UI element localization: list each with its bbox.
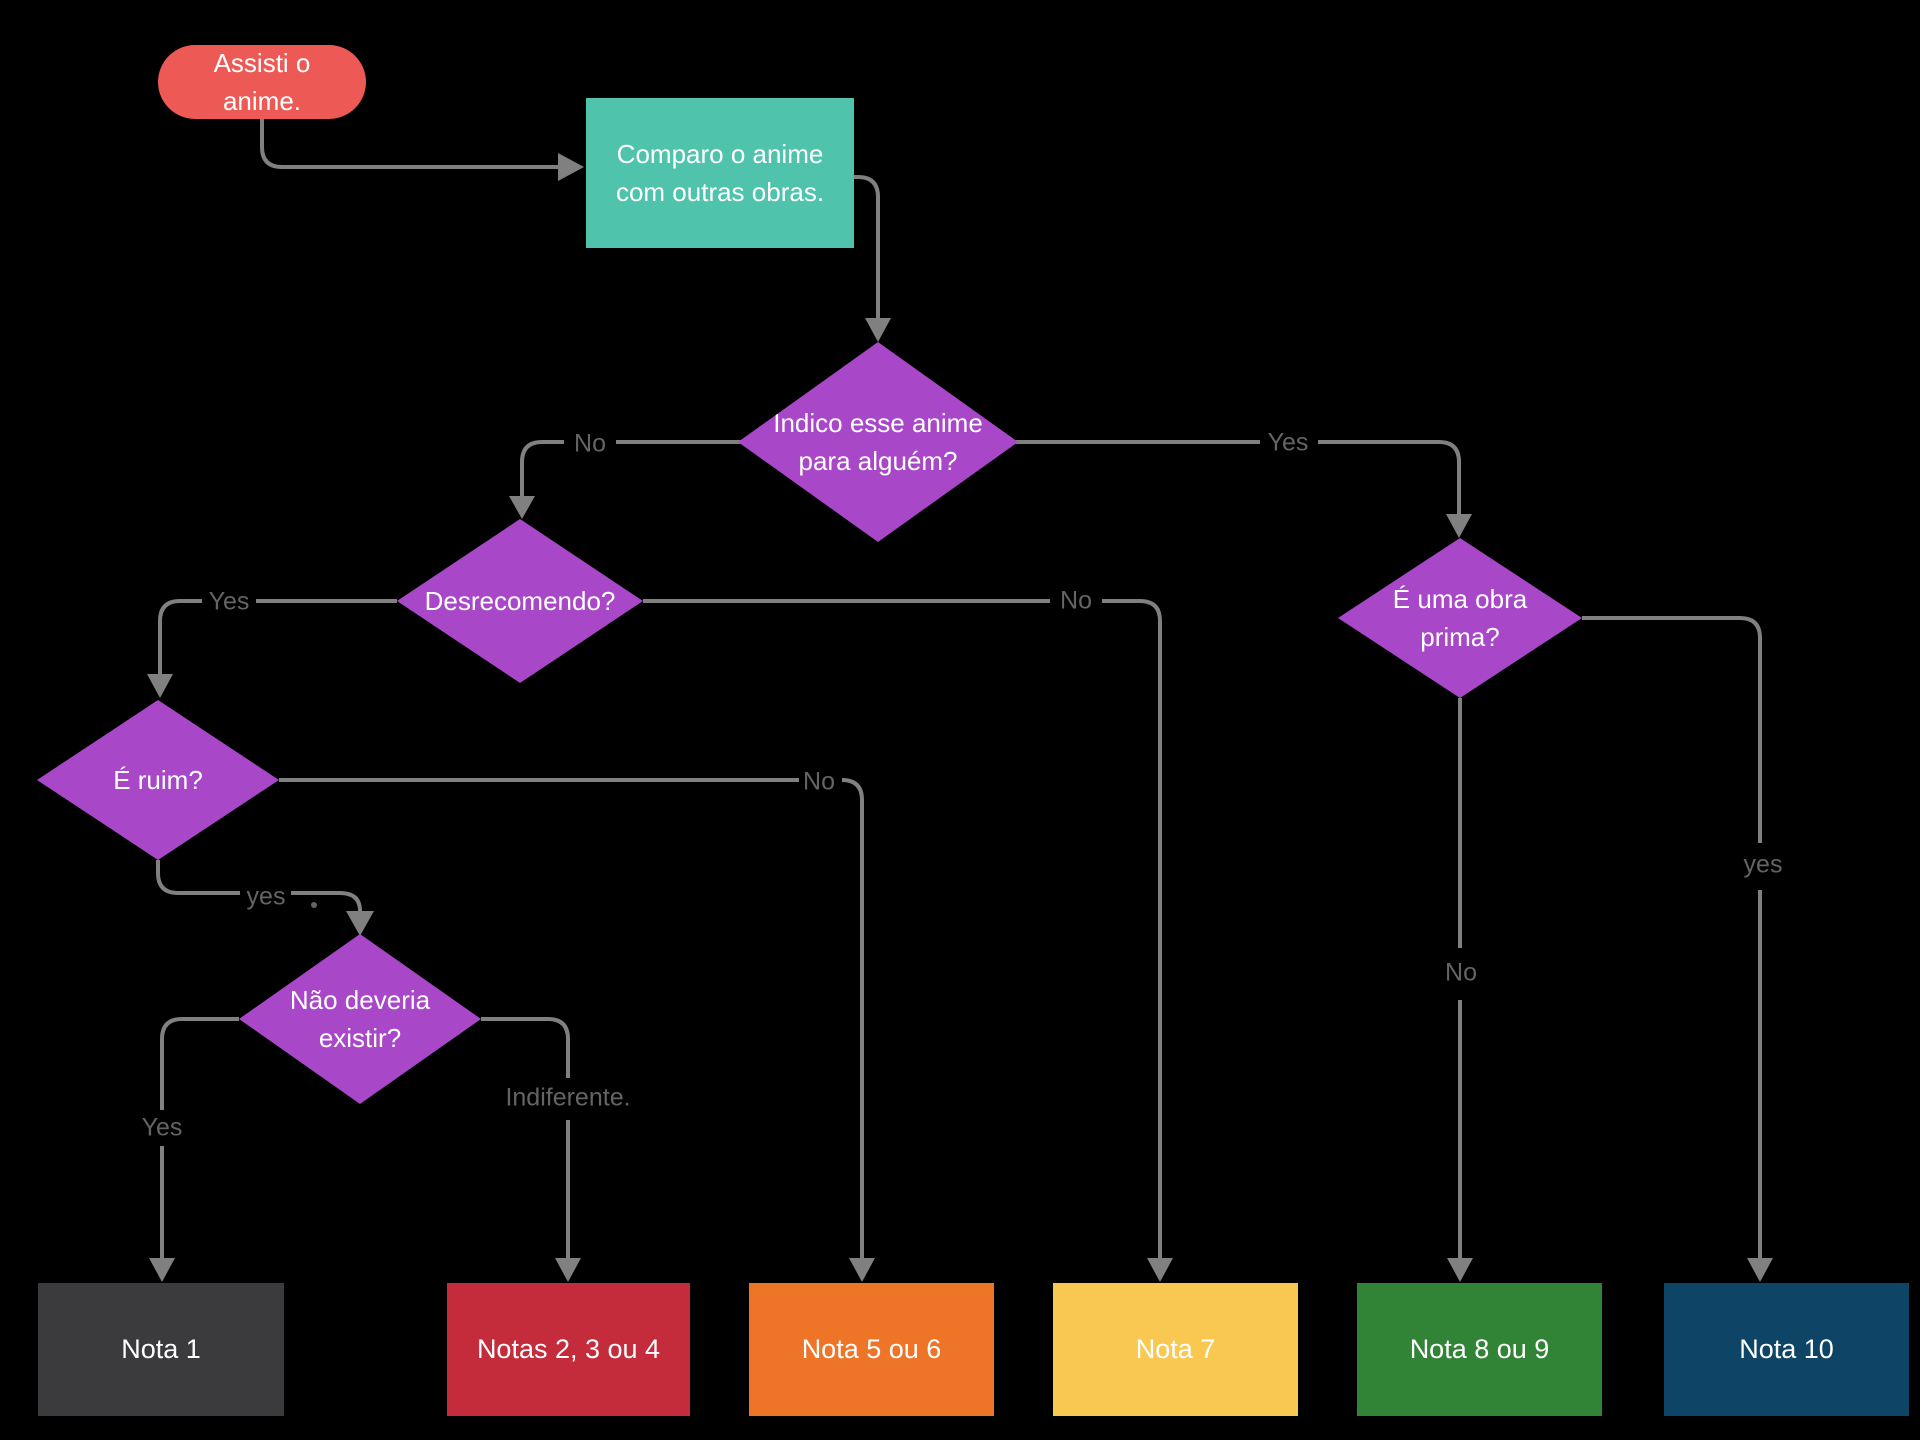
- edge-e-ruim-yes-1: [156, 860, 240, 895]
- decision-desrecomendo-label: Desrecomendo?: [424, 586, 616, 616]
- edge-label-e-ruim-yes: yes: [246, 882, 286, 911]
- result-nota-10-label: Nota 10: [1739, 1334, 1834, 1364]
- stray-period-after-yes: [311, 902, 317, 908]
- edge-label-nao-deveria-indiferente: Indiferente.: [505, 1083, 631, 1112]
- arrowhead-nota-10: [1747, 1258, 1773, 1282]
- edge-label-indico-no: No: [574, 429, 606, 458]
- decision-obra-prima-label: É uma obra prima?: [1392, 584, 1528, 652]
- edge-label-indico-yes: Yes: [1267, 428, 1309, 457]
- edge-label-desrecomendo-yes: Yes: [208, 587, 250, 616]
- node-compare: Comparo o anime com outras obras.: [586, 98, 854, 248]
- node-compare-label: Comparo o anime com outras obras.: [615, 139, 825, 207]
- edge-nao-deveria-yes-1: [160, 1017, 239, 1110]
- result-nota-5-6: Nota 5 ou 6: [749, 1283, 994, 1416]
- result-nota-5-6-label: Nota 5 ou 6: [801, 1334, 942, 1364]
- arrowhead-nota-8-9: [1447, 1258, 1473, 1282]
- result-nota-8-9-label: Nota 8 ou 9: [1409, 1334, 1550, 1364]
- edge-obra-prima-yes-1: [1582, 616, 1762, 843]
- result-notas-2-3-4: Notas 2, 3 ou 4: [447, 1283, 690, 1416]
- result-nota-1-label: Nota 1: [121, 1334, 201, 1364]
- edge-indico-yes-2: [1318, 440, 1461, 516]
- node-start: Assisti o anime.: [158, 45, 366, 119]
- result-nota-7: Nota 7: [1053, 1283, 1298, 1416]
- decision-nao-deveria-label: Não deveria existir?: [289, 985, 431, 1053]
- edge-desrecomendo-yes-2: [158, 599, 202, 676]
- edge-label-desrecomendo-no: No: [1060, 586, 1092, 615]
- result-nota-10: Nota 10: [1664, 1283, 1909, 1416]
- result-notas-2-3-4-label: Notas 2, 3 ou 4: [476, 1334, 661, 1364]
- node-start-label: Assisti o anime.: [213, 48, 311, 116]
- arrowhead-obra-prima: [1446, 514, 1472, 538]
- arrowhead-nota-1: [149, 1258, 175, 1282]
- arrowhead-nota-5-6: [849, 1258, 875, 1282]
- arrowhead-indico: [865, 318, 891, 342]
- edge-label-nao-deveria-yes: Yes: [141, 1113, 183, 1142]
- edge-indico-no-2: [520, 440, 564, 498]
- edge-e-ruim-no-2: [841, 778, 864, 1260]
- arrowhead-desrecomendo: [509, 496, 535, 519]
- edge-e-ruim-yes-2: [291, 891, 362, 912]
- arrowhead-compare: [558, 153, 584, 181]
- edge-label-obra-prima-yes: yes: [1743, 850, 1783, 879]
- result-nota-8-9: Nota 8 ou 9: [1357, 1283, 1602, 1416]
- edge-desrecomendo-no-2: [1102, 599, 1162, 1260]
- decision-indico-label: Indico esse anime para alguém?: [773, 408, 983, 476]
- result-nota-7-label: Nota 7: [1135, 1334, 1216, 1364]
- decision-e-ruim-label: É ruim?: [113, 765, 203, 795]
- arrowhead-nota-2-3-4: [555, 1258, 581, 1282]
- arrowhead-nao-deveria: [346, 911, 374, 936]
- edge-start-to-compare: [260, 119, 558, 169]
- edge-compare-to-indico: [854, 175, 880, 320]
- arrowhead-e-ruim: [147, 674, 173, 698]
- arrowhead-nota-7: [1147, 1258, 1173, 1282]
- edge-label-e-ruim-no: No: [803, 767, 835, 796]
- edge-label-obra-prima-no: No: [1445, 958, 1477, 987]
- edge-nao-deveria-indiferente-1: [481, 1017, 570, 1078]
- result-nota-1: Nota 1: [38, 1283, 284, 1416]
